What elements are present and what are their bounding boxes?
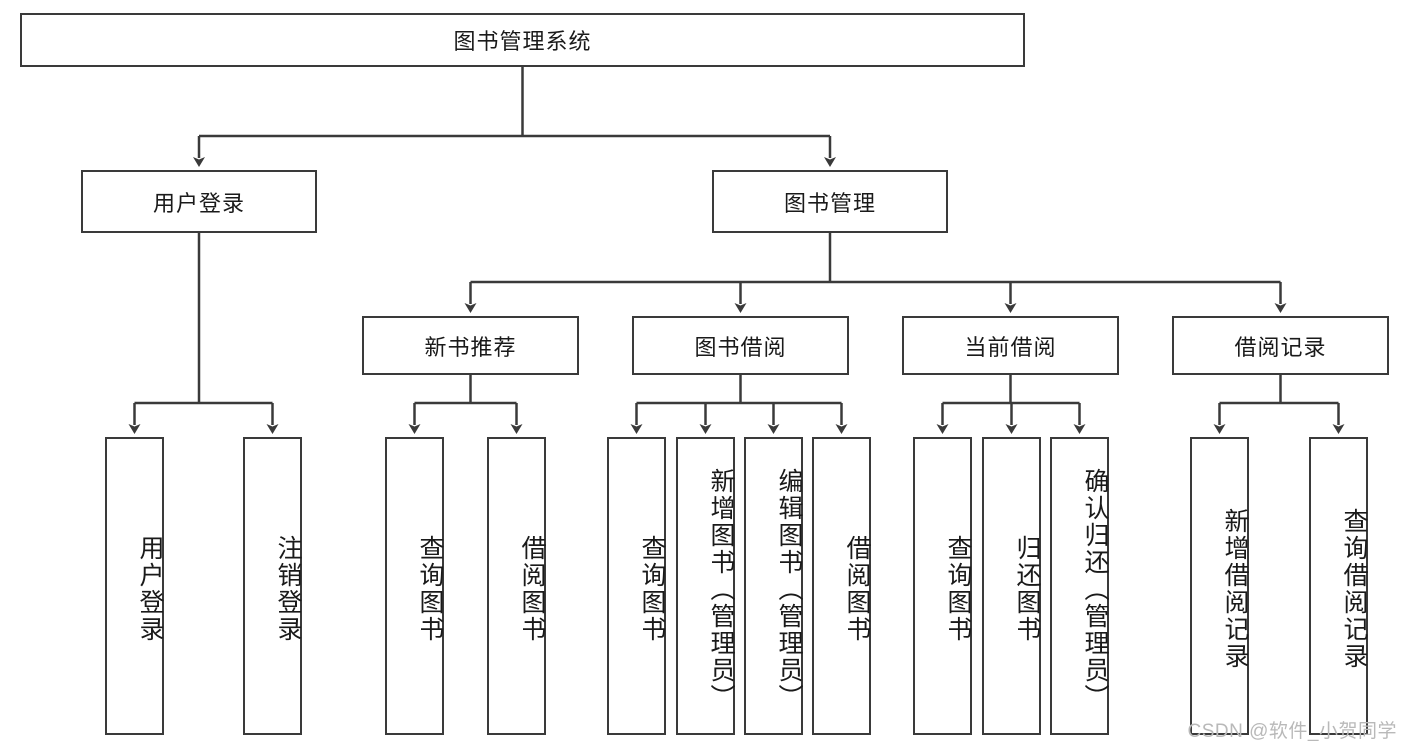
watermark: CSDN @软件_小贺同学 bbox=[1187, 721, 1397, 742]
node-borrow-record-label: 借阅记录 bbox=[1234, 334, 1327, 360]
node-root-label: 图书管理系统 bbox=[453, 29, 592, 54]
node-current-borrow-label: 当前借阅 bbox=[964, 334, 1057, 360]
leaf-add-borrow-record-label: 新增借阅记录 bbox=[1221, 508, 1249, 670]
leaf-query-book-1[interactable]: 查询图书 bbox=[385, 437, 444, 735]
leaf-add-book-admin-label: 新增图书（管理员） bbox=[707, 467, 735, 711]
leaf-confirm-return-admin[interactable]: 确认归还（管理员） bbox=[1050, 437, 1109, 735]
leaf-query-book-3-label: 查询图书 bbox=[944, 535, 972, 643]
leaf-query-book-2-label: 查询图书 bbox=[638, 535, 666, 643]
leaf-return-book[interactable]: 归还图书 bbox=[982, 437, 1041, 735]
leaf-return-book-label: 归还图书 bbox=[1013, 535, 1041, 643]
node-user-login[interactable]: 用户登录 bbox=[81, 170, 317, 233]
leaf-edit-book-admin-label: 编辑图书（管理员） bbox=[775, 467, 803, 711]
node-book-management[interactable]: 图书管理 bbox=[712, 170, 948, 233]
node-new-book-recommend[interactable]: 新书推荐 bbox=[362, 316, 579, 375]
node-current-borrow[interactable]: 当前借阅 bbox=[902, 316, 1119, 375]
leaf-add-borrow-record[interactable]: 新增借阅记录 bbox=[1190, 437, 1249, 735]
leaf-edit-book-admin[interactable]: 编辑图书（管理员） bbox=[744, 437, 803, 735]
leaf-borrow-book-2[interactable]: 借阅图书 bbox=[812, 437, 871, 735]
node-new-book-recommend-label: 新书推荐 bbox=[424, 334, 517, 360]
node-user-login-label: 用户登录 bbox=[152, 190, 245, 216]
leaf-user-logout-label: 注销登录 bbox=[274, 535, 302, 643]
leaf-borrow-book-2-label: 借阅图书 bbox=[843, 535, 871, 643]
node-borrow-record[interactable]: 借阅记录 bbox=[1172, 316, 1389, 375]
leaf-query-book-2[interactable]: 查询图书 bbox=[607, 437, 666, 735]
leaf-user-login-label: 用户登录 bbox=[136, 535, 164, 643]
node-book-borrow[interactable]: 图书借阅 bbox=[632, 316, 849, 375]
leaf-user-logout[interactable]: 注销登录 bbox=[243, 437, 302, 735]
leaf-borrow-book-1-label: 借阅图书 bbox=[518, 535, 546, 643]
leaf-query-borrow-record[interactable]: 查询借阅记录 bbox=[1309, 437, 1368, 735]
leaf-query-book-3[interactable]: 查询图书 bbox=[913, 437, 972, 735]
node-book-management-label: 图书管理 bbox=[783, 190, 876, 216]
node-root[interactable]: 图书管理系统 bbox=[20, 13, 1025, 67]
leaf-borrow-book-1[interactable]: 借阅图书 bbox=[487, 437, 546, 735]
leaf-confirm-return-admin-label: 确认归还（管理员） bbox=[1081, 467, 1109, 711]
node-book-borrow-label: 图书借阅 bbox=[694, 334, 787, 360]
leaf-user-login[interactable]: 用户登录 bbox=[105, 437, 164, 735]
leaf-query-book-1-label: 查询图书 bbox=[416, 535, 444, 643]
leaf-add-book-admin[interactable]: 新增图书（管理员） bbox=[676, 437, 735, 735]
leaf-query-borrow-record-label: 查询借阅记录 bbox=[1340, 508, 1368, 670]
